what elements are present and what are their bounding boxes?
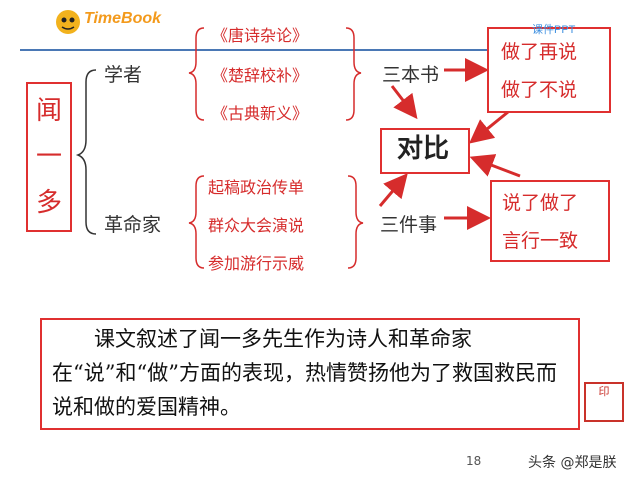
- deed-3: 参加游行示威: [208, 254, 305, 273]
- deeds-brace: [188, 175, 205, 269]
- contrast-label: 对比: [396, 134, 449, 164]
- logo-mascot-icon: [56, 10, 80, 34]
- contrast-box: [380, 128, 470, 174]
- arrow-trait1-to-contrast: [469, 110, 509, 144]
- arrow-books-to-contrast: [390, 85, 418, 120]
- page-number: 18: [466, 454, 482, 468]
- book-1: 《唐诗杂论》: [212, 26, 309, 45]
- scholar-trait-box: 做了再说 做了不说: [487, 27, 611, 113]
- deed-1: 起稿政治传单: [208, 178, 305, 197]
- summary-text: 课文叙述了闻一多先生作为诗人和革命家在“说”和“做”方面的表现，热情赞扬他为了救…: [52, 327, 557, 419]
- books-group-label: 三本书: [382, 64, 440, 86]
- header-rule: [20, 49, 600, 51]
- scholar-trait-2: 做了不说: [501, 79, 578, 101]
- name-char-1: 闻: [35, 96, 62, 126]
- watermark: 课件PPT: [532, 24, 576, 36]
- scholar-label: 学者: [104, 64, 143, 86]
- book-3: 《古典新义》: [212, 104, 309, 123]
- logo-text: TimeBook: [84, 10, 162, 27]
- scholar-trait-1: 做了再说: [501, 41, 578, 63]
- deed-2: 群众大会演说: [208, 216, 305, 235]
- logo: [20, 6, 180, 36]
- main-brace: [75, 69, 97, 235]
- seal-stamp: 印: [584, 382, 624, 422]
- deeds-group-label: 三件事: [380, 214, 438, 236]
- seal-text: 印: [598, 385, 610, 398]
- revolutionary-trait-box: 说了做了 言行一致: [490, 180, 610, 262]
- name-char-3: 多: [35, 188, 62, 218]
- revolutionary-label: 革命家: [104, 214, 162, 236]
- books-closing-brace: [345, 27, 362, 121]
- revolutionary-trait-2: 言行一致: [502, 230, 579, 252]
- summary-box: [40, 318, 580, 430]
- revolutionary-trait-1: 说了做了: [502, 192, 579, 214]
- deeds-closing-brace: [347, 175, 364, 269]
- name-char-2: 一: [35, 142, 62, 172]
- arrow-trait2-to-contrast: [469, 154, 521, 178]
- subject-name-box: 闻 一 多: [26, 82, 72, 232]
- book-2: 《楚辞校补》: [212, 66, 309, 85]
- arrow-deeds-to-contrast: [378, 173, 408, 207]
- footer-credit: 头条 @郑是朕: [528, 455, 617, 471]
- books-brace: [188, 27, 205, 121]
